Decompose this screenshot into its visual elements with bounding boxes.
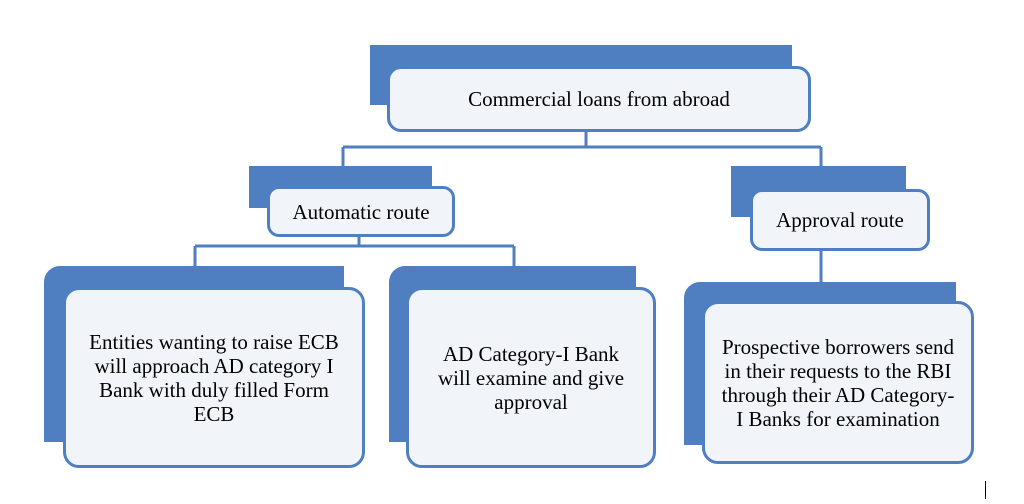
step-1-node: Entities wanting to raise ECB will appro…	[63, 287, 365, 468]
automatic-route-node: Automatic route	[267, 186, 455, 237]
automatic-route-label: Automatic route	[292, 199, 430, 224]
step-2-node: AD Category-I Bank will examine and give…	[406, 287, 656, 468]
step-3-node: Prospective borrowers send in their requ…	[702, 301, 974, 464]
approval-route-label: Approval route	[776, 208, 904, 232]
step-1-text: Entities wanting to raise ECB will appro…	[89, 329, 339, 426]
approval-route-node: Approval route	[750, 189, 930, 251]
root-node-label: Commercial loans from abroad	[468, 87, 730, 111]
step-3-text: Prospective borrowers send in their requ…	[721, 334, 955, 431]
text-cursor-mark	[985, 481, 986, 499]
root-node: Commercial loans from abroad	[387, 66, 811, 132]
step-2-text: AD Category-I Bank will examine and give…	[437, 341, 625, 414]
